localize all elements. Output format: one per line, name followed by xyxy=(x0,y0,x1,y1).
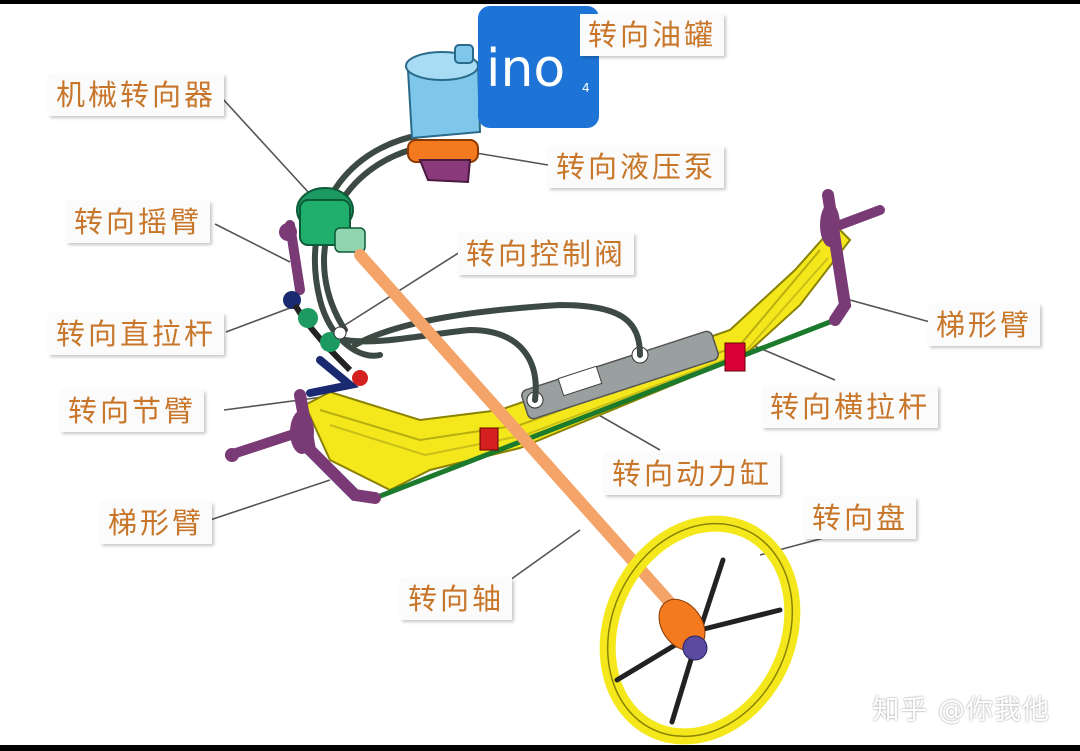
label-trapezoid-arm-left: 梯形臂 xyxy=(100,502,213,544)
logo-text: ino xyxy=(486,39,565,99)
app-logo: ino 4 xyxy=(478,6,599,128)
leader-pump xyxy=(469,151,549,166)
label-pitman-arm: 转向摇臂 xyxy=(66,201,211,243)
label-steering-wheel: 转向盘 xyxy=(804,497,917,539)
hydraulic-pump xyxy=(407,139,479,184)
top-border xyxy=(0,0,1080,4)
steering-wheel xyxy=(599,515,801,745)
label-trapezoid-arm-right: 梯形臂 xyxy=(928,304,1041,346)
left-knuckle-assembly xyxy=(225,389,381,504)
watermark: 知乎 @你我他 xyxy=(872,695,1050,726)
leader-pitman-arm xyxy=(214,223,291,263)
label-drag-link: 转向直拉杆 xyxy=(48,313,225,355)
leader-drag-link xyxy=(225,304,299,333)
bottom-border xyxy=(0,745,1080,751)
leader-steering-shaft xyxy=(509,529,581,581)
label-steering-shaft: 转向轴 xyxy=(400,578,513,620)
leader-steering-gear xyxy=(221,97,321,206)
leader-trapezoid-left xyxy=(209,479,331,521)
leader-power-cylinder xyxy=(589,409,661,451)
logo-mark: ino 4 xyxy=(486,39,590,99)
label-tie-rod: 转向横拉杆 xyxy=(762,386,939,428)
leader-control-valve xyxy=(344,251,461,326)
pitman-arm-and-drag-link xyxy=(279,220,368,397)
cylinder-mount-right xyxy=(724,342,746,372)
oil-tank xyxy=(405,44,482,140)
leader-trapezoid-right xyxy=(849,299,931,323)
label-power-cylinder: 转向动力缸 xyxy=(604,453,781,495)
right-knuckle-assembly xyxy=(820,189,885,326)
label-oil-tank: 转向油罐 xyxy=(580,14,725,56)
label-knuckle-arm: 转向节臂 xyxy=(60,390,205,432)
tie-rod xyxy=(374,317,836,501)
label-control-valve: 转向控制阀 xyxy=(458,233,635,275)
cylinder-mount-left xyxy=(479,427,499,451)
label-pump: 转向液压泵 xyxy=(548,146,725,188)
logo-subscript: 4 xyxy=(582,81,590,95)
label-steering-gear: 机械转向器 xyxy=(48,74,225,116)
mechanical-steering-gear xyxy=(296,187,366,253)
